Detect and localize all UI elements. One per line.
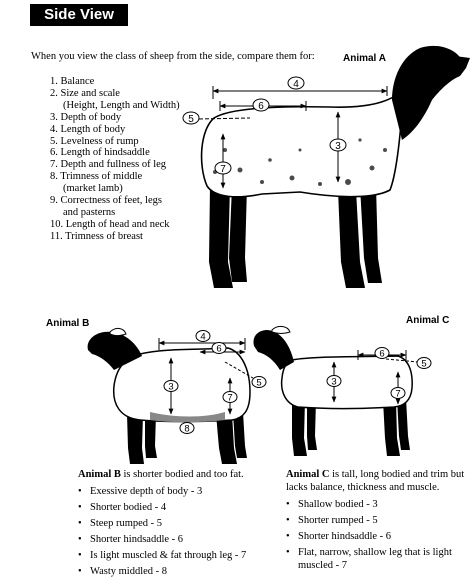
animal-b-head [87,331,142,370]
marker-number: 7 [220,164,226,175]
animal-a-illustration [200,45,470,288]
animal-b-legs [127,412,247,464]
animal-a-body [200,94,403,198]
marker-number: 4 [200,332,205,343]
criteria-list: 1. Balance 2. Size and scale (Height, Le… [50,76,180,243]
marker-number: 3 [335,141,341,152]
measure-marker: 4 [195,330,211,343]
measure-marker: 7 [222,391,238,404]
marker-number: 5 [421,359,426,370]
marker-number: 5 [256,378,261,389]
fault-item: Shorter hindsaddle - 6 [286,530,470,543]
fault-item: Is light muscled & fat through leg - 7 [78,549,278,562]
animal-a-head [392,45,466,140]
criteria-item: 6. Length of hindsaddle [50,147,150,159]
animal-b-illustration [87,327,251,464]
animal-a-legs [209,186,382,288]
animal-b-summary: Animal B is shorter bodied and too fat. [78,468,278,481]
criteria-item: 9. Correctness of feet, legs [50,195,162,207]
marker-number: 3 [168,382,173,393]
criteria-item: (market lamb) [63,183,123,195]
animal-c-illustration [253,325,413,456]
fault-item: Flat, narrow, shallow leg that is light … [286,546,470,572]
animal-b-description: Animal B is shorter bodied and too fat. … [78,468,278,581]
animal-c-legs [292,398,410,456]
marker-number: 7 [395,389,400,400]
criteria-item: 1. Balance [50,76,95,87]
criteria-item: 5. Levelness of rump [50,135,139,147]
marker-number: 4 [293,79,299,90]
measure-marker: 5 [182,111,200,125]
marker-number: 5 [188,114,194,125]
animal-b-measure-markers: 4 6 5 3 7 8 [163,330,267,435]
fault-item: Shorter bodied - 4 [78,501,278,514]
measure-marker: 8 [179,422,195,435]
fault-item: Shallow bodied - 3 [286,498,470,511]
measure-marker: 3 [329,138,347,152]
criteria-item: 11. Trimness of breast [50,230,143,242]
measure-marker: 6 [374,347,390,360]
fault-item: Wasty middled - 8 [78,565,278,578]
measure-marker: 5 [251,376,267,389]
fault-item: Shorter rumped - 5 [286,514,470,527]
animal-c-faults: Shallow bodied - 3 Shorter rumped - 5 Sh… [286,498,470,572]
animal-a-ear [440,54,470,68]
measure-marker: 3 [163,380,179,393]
criteria-item: and pasterns [63,206,116,218]
marker-number: 6 [379,349,384,360]
animal-c-name: Animal C [286,469,330,480]
fault-item: Shorter hindsaddle - 6 [78,533,278,546]
criteria-item: (Height, Length and Width) [63,99,180,111]
measure-marker: 6 [252,98,270,112]
fault-item: Steep rumped - 5 [78,517,278,530]
animal-b-faults: Exessive depth of body - 3 Shorter bodie… [78,485,278,578]
animal-c-measure-markers: 6 5 3 7 [326,347,432,400]
marker-number: 6 [258,101,264,112]
intro-text: When you view the class of sheep from th… [31,51,315,62]
animal-c-summary-text: is tall, long bodied and trim but lacks … [286,469,465,493]
animal-a-fleece-shading [213,138,387,186]
section-header: Side View [30,4,128,26]
criteria-item: 8. Trimness of middle [50,171,143,183]
criteria-item: 2. Size and scale [50,87,120,99]
animal-b-ear [109,327,127,336]
criteria-item: 7. Depth and fullness of leg [50,159,167,171]
animal-c-ear [271,325,291,334]
animal-c-head [253,330,294,370]
animal-a-measure-markers: 4 6 5 3 7 [182,76,347,175]
animal-a-label: Animal A [343,53,386,64]
criteria-item: 10. Length of head and neck [50,218,170,230]
marker-number: 3 [331,377,336,388]
animal-c-body [280,355,413,410]
animal-c-label: Animal C [406,315,450,326]
animal-b-belly-shade [150,412,225,423]
animal-c-description: Animal C is tall, long bodied and trim b… [286,468,470,575]
animal-c-summary: Animal C is tall, long bodied and trim b… [286,468,470,494]
marker-number: 6 [216,344,221,355]
measure-marker: 7 [390,387,406,400]
animal-b-name: Animal B [78,469,121,480]
criteria-item: 3. Depth of body [50,111,122,123]
animal-b-label: Animal B [46,318,90,329]
marker-number: 8 [184,424,189,435]
measure-marker: 3 [326,375,342,388]
animal-b-summary-text: is shorter bodied and too fat. [120,469,244,480]
measure-marker: 6 [211,342,227,355]
measure-marker: 7 [214,161,232,175]
fault-item: Exessive depth of body - 3 [78,485,278,498]
measure-marker: 4 [287,76,305,90]
marker-number: 7 [227,393,232,404]
criteria-item: 4. Length of body [50,123,126,135]
measure-marker: 5 [416,357,432,370]
